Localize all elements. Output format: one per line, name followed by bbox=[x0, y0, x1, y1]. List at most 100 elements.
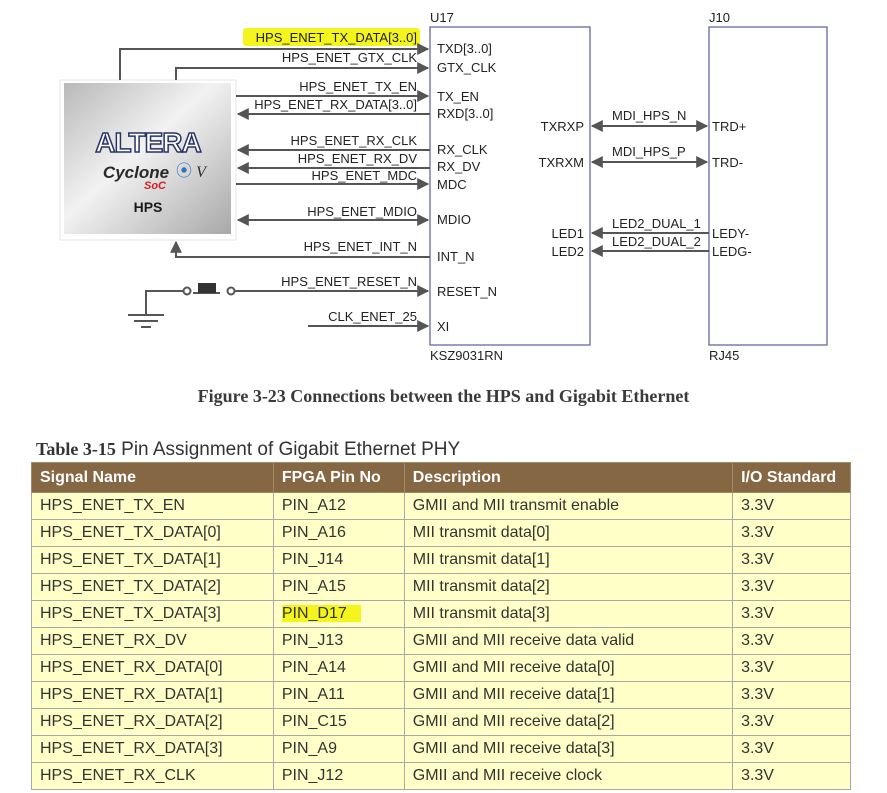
net-label: HPS_ENET_RX_CLK bbox=[291, 133, 418, 148]
fpga-pin-cell: PIN_A16 bbox=[272, 519, 405, 547]
fpga-pin-cell: PIN_J12 bbox=[272, 762, 405, 790]
description-cell: GMII and MII receive data valid bbox=[403, 627, 734, 655]
fpga-pin-cell: PIN_A11 bbox=[272, 681, 405, 709]
description-cell: GMII and MII receive data[2] bbox=[403, 708, 734, 736]
jack-pin-label: TRD+ bbox=[712, 119, 746, 134]
column-header-io-standard: I/O Standard bbox=[732, 462, 851, 493]
fpga-pin-cell: PIN_J14 bbox=[272, 546, 405, 574]
fpga-pin-cell: PIN_D17 bbox=[272, 600, 405, 628]
j10-designator: J10 bbox=[709, 10, 730, 25]
signal-name-cell: HPS_ENET_RX_DATA[1] bbox=[31, 681, 274, 709]
pin-label: GTX_CLK bbox=[437, 60, 497, 75]
description-cell: GMII and MII transmit enable bbox=[403, 492, 734, 520]
signal-name-cell: HPS_ENET_RX_DATA[0] bbox=[31, 654, 274, 682]
signal-name-cell: HPS_ENET_RX_DV bbox=[31, 627, 274, 655]
pin-assignment-table: Signal Name FPGA Pin No Description I/O … bbox=[31, 462, 851, 790]
highlighted-pin: PIN_D17 bbox=[281, 605, 361, 622]
j10-rj45-box bbox=[708, 26, 828, 346]
signal-name-cell: HPS_ENET_TX_EN bbox=[31, 492, 274, 520]
phy-pin-label: LED2 bbox=[551, 244, 584, 259]
cyclone-swirl-icon: ⦿ bbox=[176, 162, 192, 180]
io-standard-cell: 3.3V bbox=[732, 708, 851, 736]
fpga-pin-cell: PIN_J13 bbox=[272, 627, 405, 655]
soc-label: SoC bbox=[144, 180, 167, 192]
pin-label: MDC bbox=[437, 177, 467, 192]
net-label: HPS_ENET_RX_DATA[3..0] bbox=[254, 97, 417, 112]
pin-label: XI bbox=[437, 319, 449, 334]
io-standard-cell: 3.3V bbox=[732, 762, 851, 790]
phy-pin-label: TXRXM bbox=[539, 155, 585, 170]
cyclone-label: Cyclone bbox=[103, 163, 169, 182]
net-label: HPS_ENET_TX_DATA[3..0] bbox=[256, 30, 417, 45]
pin-label: TXD[3..0] bbox=[437, 41, 492, 56]
pin-label: TX_EN bbox=[437, 89, 479, 104]
description-cell: MII transmit data[3] bbox=[403, 600, 734, 628]
description-cell: GMII and MII receive clock bbox=[403, 762, 734, 790]
io-standard-cell: 3.3V bbox=[732, 654, 851, 682]
fpga-pin-cell: PIN_C15 bbox=[272, 708, 405, 736]
description-cell: MII transmit data[2] bbox=[403, 573, 734, 601]
signal-name-cell: HPS_ENET_RX_DATA[3] bbox=[31, 735, 274, 763]
j10-part: RJ45 bbox=[709, 348, 739, 363]
io-standard-cell: 3.3V bbox=[732, 492, 851, 520]
net-label: HPS_ENET_INT_N bbox=[304, 239, 417, 254]
pin-label: RX_DV bbox=[437, 159, 481, 174]
u17-designator: U17 bbox=[430, 10, 454, 25]
description-cell: MII transmit data[1] bbox=[403, 546, 734, 574]
pin-label: MDIO bbox=[437, 212, 471, 227]
fpga-pin-cell: PIN_A15 bbox=[272, 573, 405, 601]
description-cell: GMII and MII receive data[1] bbox=[403, 681, 734, 709]
hps-chip: ALTERA Cyclone ⦿ V SoC HPS bbox=[59, 79, 237, 241]
net-label: HPS_ENET_MDIO bbox=[307, 204, 417, 219]
signal-name-cell: HPS_ENET_TX_DATA[1] bbox=[31, 546, 274, 574]
description-cell: GMII and MII receive data[0] bbox=[403, 654, 734, 682]
pin-label: RESET_N bbox=[437, 284, 497, 299]
io-standard-cell: 3.3V bbox=[732, 735, 851, 763]
hps-label: HPS bbox=[134, 199, 163, 215]
jack-pin-label: TRD- bbox=[712, 155, 743, 170]
description-cell: MII transmit data[0] bbox=[403, 519, 734, 547]
table-number: Table 3-15 bbox=[36, 439, 116, 459]
u17-part: KSZ9031RN bbox=[430, 348, 503, 363]
wire-gtx-clk bbox=[175, 62, 430, 80]
pin-label: RX_CLK bbox=[437, 142, 488, 157]
net-label: HPS_ENET_MDC bbox=[312, 168, 417, 183]
net-label: LED2_DUAL_2 bbox=[612, 234, 701, 249]
net-label: LED2_DUAL_1 bbox=[612, 216, 701, 231]
u17-phy-box bbox=[429, 26, 591, 346]
phy-pin-label: LED1 bbox=[551, 226, 584, 241]
fpga-pin-cell: PIN_A12 bbox=[272, 492, 405, 520]
table-header-row: Signal Name FPGA Pin No Description I/O … bbox=[31, 462, 851, 493]
cyclone-version: V bbox=[196, 164, 208, 181]
reset-pushbutton-icon bbox=[128, 283, 236, 328]
net-label: MDI_HPS_P bbox=[612, 144, 686, 159]
net-label: HPS_ENET_GTX_CLK bbox=[282, 50, 417, 65]
net-highlight bbox=[243, 28, 420, 46]
net-label: HPS_ENET_TX_EN bbox=[299, 79, 417, 94]
table-title-text: Pin Assignment of Gigabit Ethernet PHY bbox=[121, 439, 461, 460]
signal-name-cell: HPS_ENET_TX_DATA[2] bbox=[31, 573, 274, 601]
column-header-signal-name: Signal Name bbox=[31, 462, 274, 493]
altera-logo: ALTERA bbox=[95, 127, 201, 158]
signal-name-cell: HPS_ENET_TX_DATA[0] bbox=[31, 519, 274, 547]
net-label: HPS_ENET_RESET_N bbox=[281, 274, 417, 289]
net-label: MDI_HPS_N bbox=[612, 108, 686, 123]
column-header-description: Description bbox=[403, 462, 734, 493]
net-label: CLK_ENET_25 bbox=[328, 309, 417, 324]
jack-pin-label: LEDY- bbox=[712, 226, 749, 241]
connection-diagram: ALTERA Cyclone ⦿ V SoC HPS U17 KSZ9031RN… bbox=[59, 10, 828, 363]
io-standard-cell: 3.3V bbox=[732, 573, 851, 601]
description-cell: GMII and MII receive data[3] bbox=[403, 735, 734, 763]
signal-name-cell: HPS_ENET_RX_DATA[2] bbox=[31, 708, 274, 736]
io-standard-cell: 3.3V bbox=[732, 627, 851, 655]
